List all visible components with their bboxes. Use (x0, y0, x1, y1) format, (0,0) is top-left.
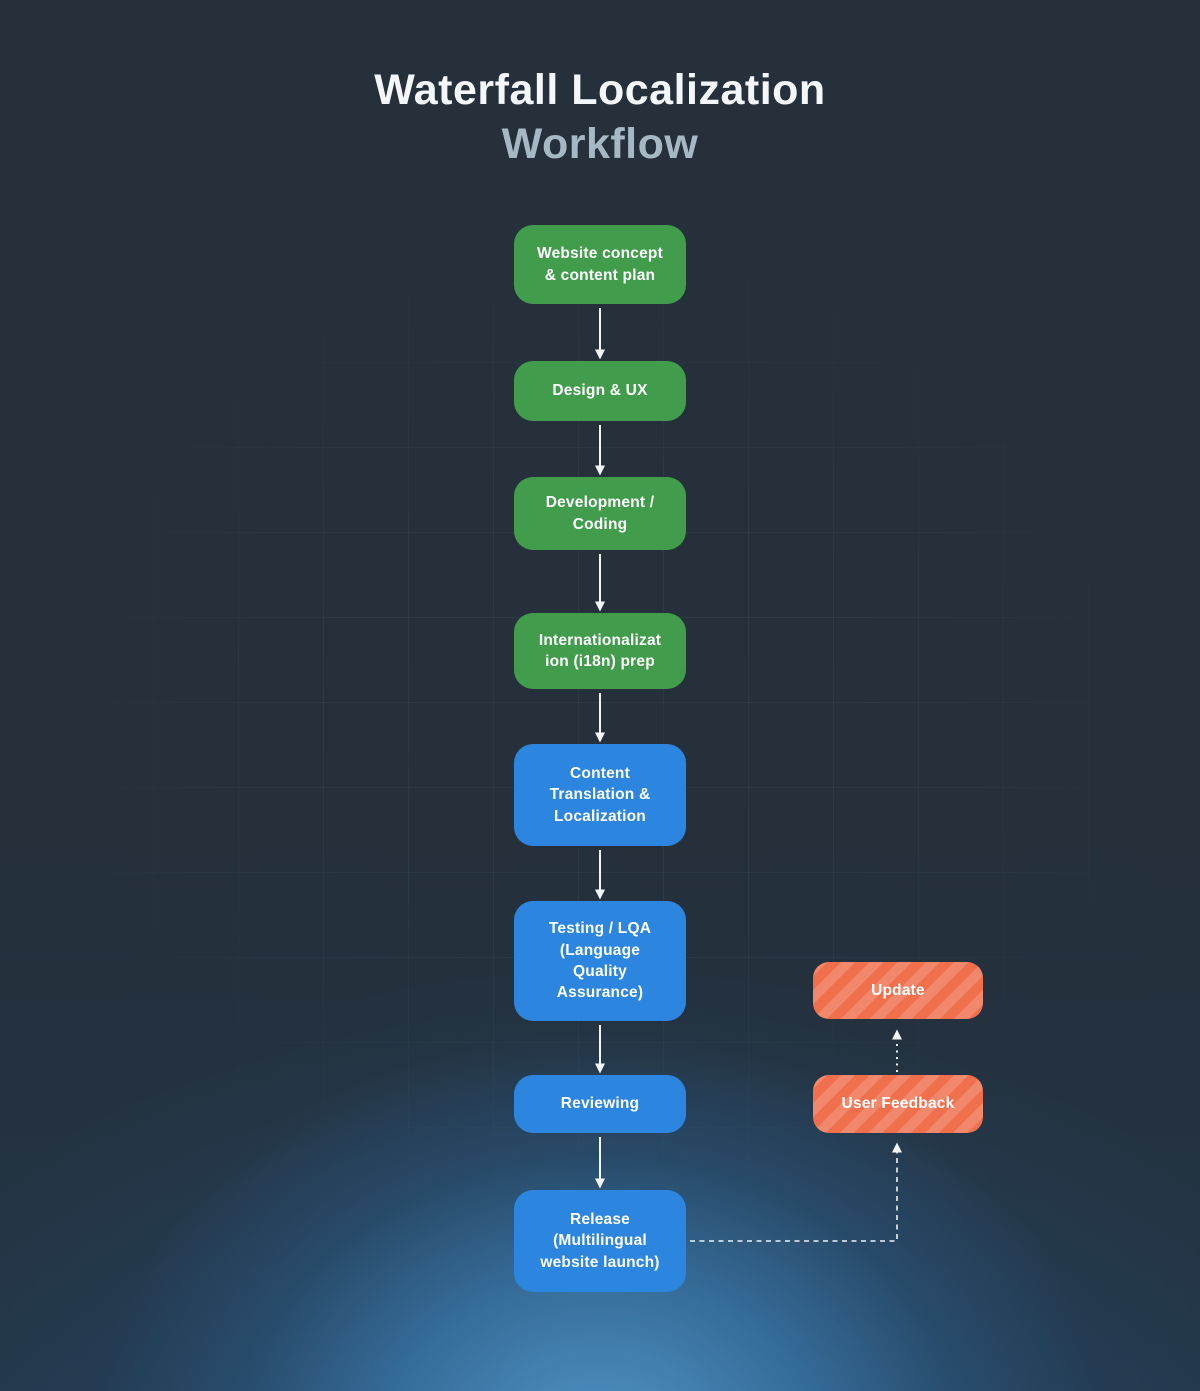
flow-node-update: Update (813, 962, 983, 1019)
arrow-release-to-user-feedback (690, 1142, 902, 1242)
flow-node-testing-lqa: Testing / LQA (Language Quality Assuranc… (514, 901, 686, 1021)
page-title: Waterfall Localization Workflow (0, 63, 1200, 171)
flow-node-user-feedback: User Feedback (813, 1075, 983, 1133)
flow-node-content-translation: Content Translation & Localization (514, 744, 686, 846)
flow-node-reviewing: Reviewing (514, 1075, 686, 1133)
flow-node-release: Release (Multilingual website launch) (514, 1190, 686, 1292)
flow-node-website-concept: Website concept & content plan (514, 225, 686, 304)
flow-node-development-coding: Development / Coding (514, 477, 686, 550)
page-title-line2: Workflow (501, 120, 699, 169)
flow-node-design-ux: Design & UX (514, 361, 686, 421)
flow-node-i18n-prep: Internationalizat ion (i18n) prep (514, 613, 686, 689)
page-title-line1: Waterfall Localization (374, 66, 826, 114)
